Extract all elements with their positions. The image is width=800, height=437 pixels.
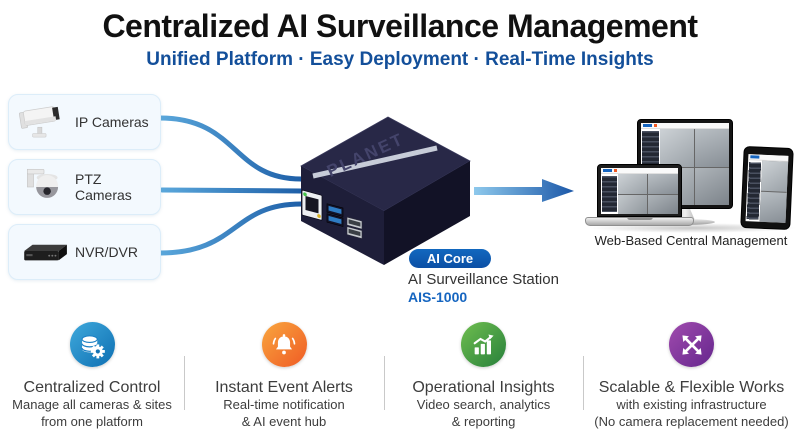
feature-title: Centralized Control [23,379,161,396]
feature-title: Instant Event Alerts [215,379,353,396]
planet-mini-logo-icon [603,169,612,172]
card-label-ip-cameras: IP Cameras [75,114,149,130]
management-caption: Web-Based Central Management [594,233,788,248]
planet-mini-logo-icon [750,155,760,159]
feature-line: from one platform [41,413,143,429]
cms-ui-laptop [601,168,678,214]
station-name: AI Surveillance Station [408,271,559,288]
cms-video-grid [660,129,729,205]
cms-ui-tablet [745,154,789,223]
cms-video-grid [759,160,789,223]
feature-title: Scalable & Flexible Works [598,379,785,396]
feature-scalable-flexible: Scalable & Flexible Works with existing … [583,316,800,430]
feature-operational-insights: Operational Insights Video search, analy… [384,316,583,430]
nvr-icon [24,244,67,261]
page-subtitle: Unified Platform · Easy Deployment · Rea… [146,49,654,70]
logo-dot-icon [654,124,657,127]
feature-line: Real-time notification [223,397,345,412]
laptop-notch [627,217,653,220]
cms-header [601,168,678,174]
monitor-screen [637,119,733,209]
feature-line: with existing infrastructure [616,397,767,412]
feature-centralized-control: Centralized Control Manage all cameras &… [0,316,184,430]
feature-divider [384,356,385,410]
ai-core-badge: AI Core [409,249,491,268]
tablet-screen [740,145,794,231]
feature-instant-event-alerts: Instant Event Alerts Real-time notificat… [184,316,384,430]
feature-line: Manage all cameras & sites [12,397,172,412]
cms-header [641,123,729,129]
cluster-shadow [588,223,798,233]
feature-line: & AI event hub [241,413,327,429]
line-ptz-cameras [159,187,304,194]
expand-arrows-icon [669,322,714,367]
cms-sidebar [601,174,618,214]
planet-mini-logo-icon [643,124,652,127]
feature-title: Operational Insights [412,379,555,396]
growth-chart-icon [461,322,506,367]
card-label-ptz-cameras: PTZ Cameras [75,171,132,203]
arrow-to-management-icon [474,179,574,202]
bullet-camera-icon [19,106,60,138]
feature-line: Video search, analytics [416,397,551,412]
card-ptz-cameras: PTZ Cameras [8,159,161,215]
logo-dot-icon [614,169,617,172]
monitor-stand [675,209,695,220]
page-title: Centralized AI Surveillance Management [102,8,698,44]
cms-video-grid [617,174,678,214]
features-row: Centralized Control Manage all cameras &… [0,316,800,430]
feature-divider [583,356,584,410]
card-ip-cameras: IP Cameras [8,94,161,150]
feature-divider [184,356,185,410]
card-label-nvr-dvr: NVR/DVR [75,244,139,260]
laptop-screen [597,164,682,217]
feature-line: & reporting [451,413,516,429]
ptz-camera-icon [27,168,59,198]
card-nvr-dvr: NVR/DVR [8,224,161,280]
feature-line: (No camera replacement needed) [594,413,789,429]
line-nvr [157,201,304,256]
bell-icon [261,322,307,367]
database-gear-icon [69,322,115,367]
line-ip-cameras [157,115,304,182]
station-model: AIS-1000 [408,289,468,305]
